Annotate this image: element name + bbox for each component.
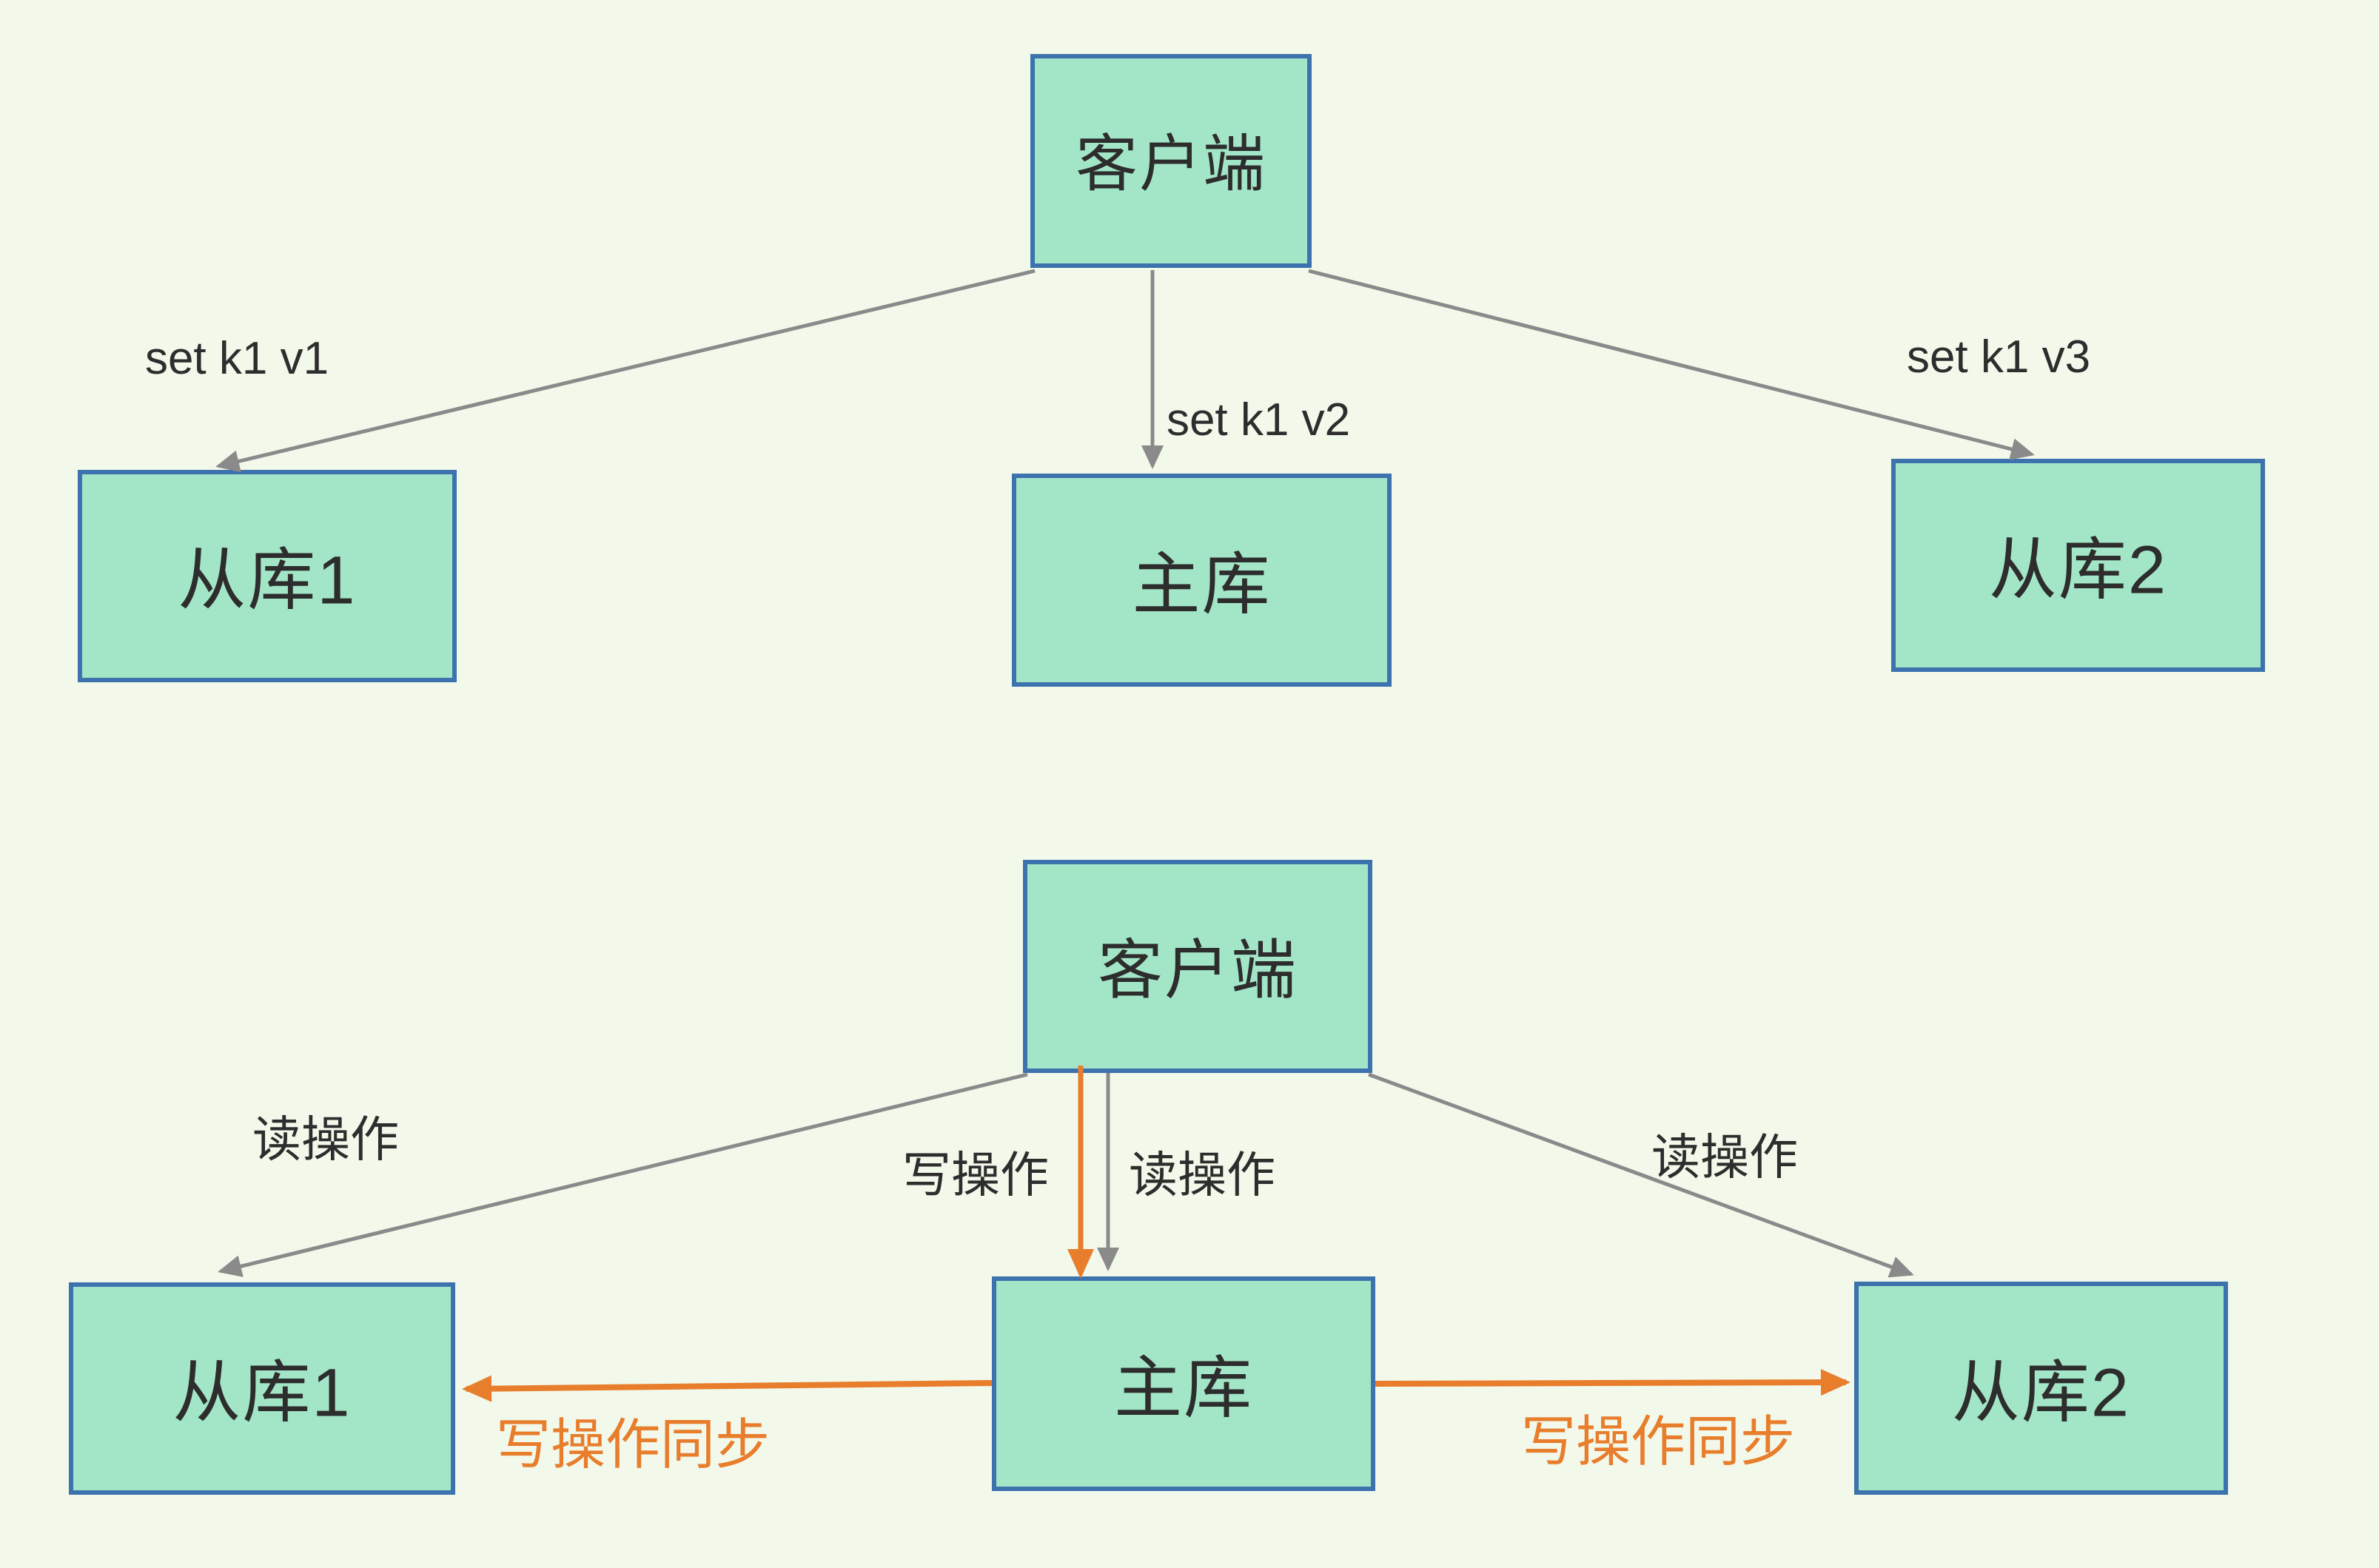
label-sync-left: 写操作同步 (496, 1413, 770, 1476)
box-master-bottom: 主库 (992, 1276, 1375, 1491)
label-set-k1-v1: set k1 v1 (144, 332, 329, 384)
box-label-slave1-top: 从库1 (178, 542, 357, 619)
label-read-right: 读操作 (1651, 1129, 1798, 1185)
label-write: 写操作 (902, 1147, 1049, 1202)
box-label-client-bottom: 客户端 (1097, 932, 1298, 1006)
label-set-k1-v2: set k1 v2 (1166, 394, 1351, 445)
box-slave1-bottom: 从库1 (69, 1282, 455, 1495)
box-label-slave1-bottom: 从库1 (172, 1355, 352, 1431)
label-read-middle: 读操作 (1129, 1147, 1275, 1202)
label-read-left: 读操作 (252, 1111, 399, 1167)
box-client-top: 客户端 (1030, 54, 1312, 268)
box-label-slave2-bottom: 从库2 (1951, 1354, 2131, 1430)
box-slave1-top: 从库1 (78, 470, 457, 682)
box-label-master-bottom: 主库 (1113, 1350, 1253, 1426)
box-label-client-top: 客户端 (1075, 129, 1266, 199)
box-slave2-bottom: 从库2 (1854, 1282, 2228, 1495)
box-slave2-top: 从库2 (1891, 459, 2265, 672)
label-set-k1-v3: set k1 v3 (1906, 331, 2091, 383)
box-label-master-top: 主库 (1132, 546, 1272, 622)
label-sync-right: 写操作同步 (1521, 1410, 1795, 1473)
box-master-top: 主库 (1012, 474, 1392, 687)
box-label-slave2-top: 从库2 (1988, 531, 2168, 608)
box-client-bottom: 客户端 (1023, 860, 1372, 1073)
